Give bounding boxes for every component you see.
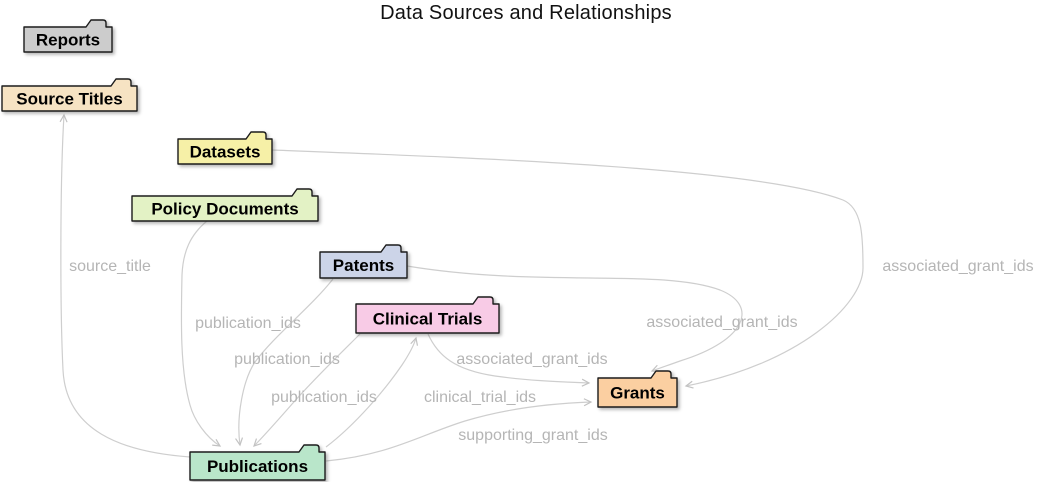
node-label: Publications bbox=[207, 457, 308, 476]
edge-label-publication-ids-1: publication_ids bbox=[195, 315, 301, 332]
node-datasets: Datasets bbox=[177, 131, 273, 165]
node-publications: Publications bbox=[189, 444, 326, 481]
edge-patents-to-grants bbox=[406, 265, 743, 371]
folder-shape bbox=[131, 188, 319, 222]
nodes: Reports Source Titles Datasets Policy Do… bbox=[1, 19, 678, 481]
edge-labels: publication_ids publication_ids publicat… bbox=[69, 258, 1034, 444]
folder-shape bbox=[597, 370, 678, 408]
edge-label-associated-grant-ids-1: associated_grant_ids bbox=[456, 351, 607, 368]
edge-label-publication-ids-3: publication_ids bbox=[271, 389, 377, 406]
diagram-title: Data Sources and Relationships bbox=[380, 2, 672, 24]
node-label: Policy Documents bbox=[151, 200, 298, 219]
folder-shape bbox=[23, 19, 113, 53]
folder-shape bbox=[189, 444, 326, 481]
edge-label-clinical-trial-ids: clinical_trial_ids bbox=[424, 389, 536, 406]
edge-clinical-trials-to-publications bbox=[254, 333, 361, 446]
edge-policy-documents-to-publications bbox=[180, 220, 220, 446]
edge-publications-to-clinical-trials bbox=[325, 338, 416, 448]
node-reports: Reports bbox=[23, 19, 113, 53]
node-label: Datasets bbox=[190, 143, 261, 162]
folder-shape bbox=[319, 244, 408, 279]
folder-shape bbox=[1, 78, 138, 112]
edge-publications-to-grants bbox=[325, 402, 591, 462]
edge-datasets-to-grants bbox=[271, 149, 864, 386]
edge-label-associated-grant-ids-2: associated_grant_ids bbox=[646, 314, 797, 331]
node-clinical-trials: Clinical Trials bbox=[355, 296, 500, 334]
edge-patents-to-publications bbox=[239, 278, 334, 445]
edges bbox=[61, 115, 864, 462]
node-patents: Patents bbox=[319, 244, 408, 279]
folder-shape bbox=[355, 296, 500, 334]
folder-shape bbox=[177, 131, 273, 165]
edge-label-associated-grant-ids-3: associated_grant_ids bbox=[882, 258, 1033, 275]
node-label: Source Titles bbox=[16, 90, 122, 109]
edge-label-supporting-grant-ids: supporting_grant_ids bbox=[458, 427, 607, 444]
node-source-titles: Source Titles bbox=[1, 78, 138, 112]
edge-label-source-title: source_title bbox=[69, 258, 151, 275]
node-label: Patents bbox=[333, 256, 394, 275]
node-policy-documents: Policy Documents bbox=[131, 188, 319, 222]
node-label: Clinical Trials bbox=[373, 310, 483, 329]
edge-clinical-trials-to-grants bbox=[427, 333, 589, 383]
node-label: Grants bbox=[610, 384, 665, 403]
edge-publications-to-source-titles bbox=[61, 115, 191, 458]
node-label: Reports bbox=[36, 31, 100, 50]
node-grants: Grants bbox=[597, 370, 678, 408]
edge-label-publication-ids-2: publication_ids bbox=[234, 351, 340, 368]
